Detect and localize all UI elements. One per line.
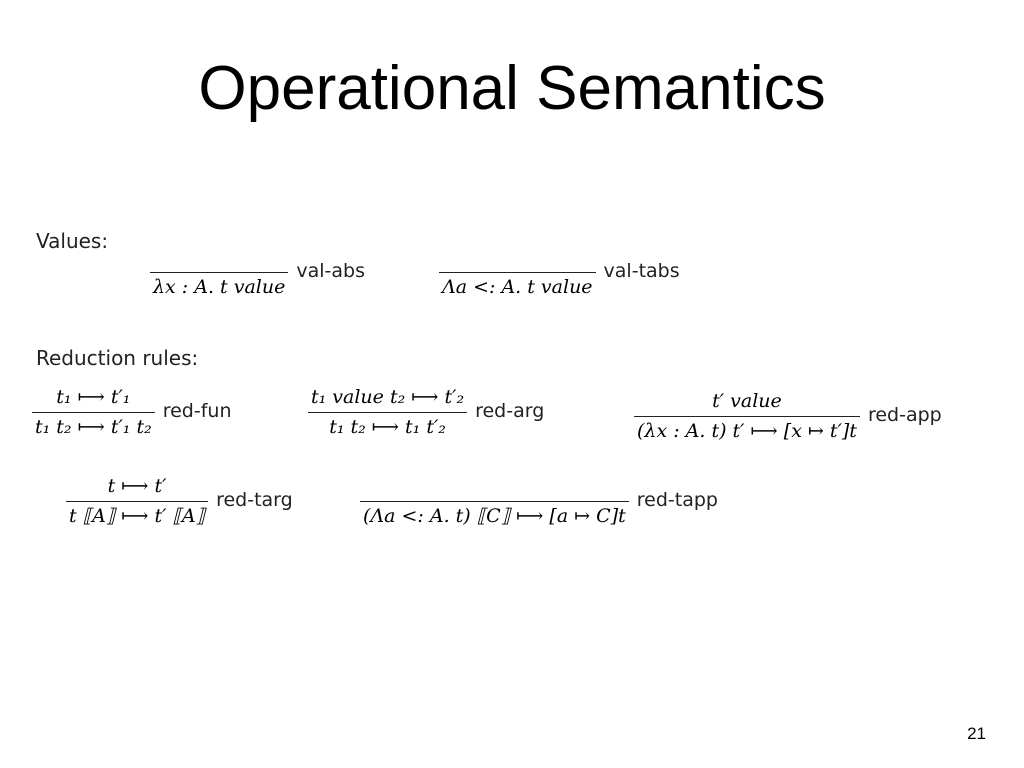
rule-red-fun: t₁ ⟼ t′₁ t₁ t₂ ⟼ t′₁ t₂ red-fun (32, 383, 232, 442)
rule-premise (491, 472, 497, 501)
rule-conclusion: (Λa <: A. t) ⟦C⟧ ⟼ [a ↦ C]t (363, 505, 626, 527)
rule-conclusion: t₁ t₂ ⟼ t₁ t′₂ (329, 416, 446, 438)
rule-fraction: t ⟼ t′ t ⟦A⟧ ⟼ t′ ⟦A⟧ (66, 472, 209, 531)
rule-conclusion: Λa <: A. t value (442, 276, 593, 298)
rule-fraction: t′ value (λx : A. t) t′ ⟼ [x ↦ t′]t (634, 387, 860, 446)
rule-val-tabs: Λa <: A. t value val-tabs (439, 243, 680, 302)
rule-fraction: t₁ value t₂ ⟼ t′₂ t₁ t₂ ⟼ t₁ t′₂ (308, 383, 468, 442)
inference-bar (32, 412, 155, 413)
rule-red-app: t′ value (λx : A. t) t′ ⟼ [x ↦ t′]t red-… (634, 387, 942, 446)
rule-name: red-arg (475, 399, 545, 422)
rule-name: val-tabs (603, 259, 680, 282)
inference-bar (308, 412, 468, 413)
inference-bar (150, 272, 289, 273)
inference-bar (66, 501, 209, 502)
rule-fraction: Λa <: A. t value (439, 243, 596, 302)
rule-premise (514, 243, 520, 272)
rule-fraction: (Λa <: A. t) ⟦C⟧ ⟼ [a ↦ C]t (360, 472, 629, 531)
inference-bar (634, 416, 860, 417)
rule-name: val-abs (296, 259, 365, 282)
rule-fraction: λx : A. t value (150, 243, 289, 302)
rule-premise: t′ value (712, 390, 782, 412)
rule-name: red-fun (162, 399, 232, 422)
rule-conclusion: λx : A. t value (153, 276, 286, 298)
values-label: Values: (36, 229, 109, 253)
rule-premise (216, 243, 222, 272)
inference-bar (439, 272, 596, 273)
rule-conclusion: t ⟦A⟧ ⟼ t′ ⟦A⟧ (69, 505, 206, 527)
rule-name: red-tapp (636, 488, 718, 511)
rule-conclusion: (λx : A. t) t′ ⟼ [x ↦ t′]t (637, 420, 857, 442)
rule-name: red-targ (216, 488, 293, 511)
inference-bar (360, 501, 629, 502)
rule-premise: t ⟼ t′ (107, 475, 167, 497)
reduction-rules-label: Reduction rules: (36, 346, 199, 370)
rule-red-arg: t₁ value t₂ ⟼ t′₂ t₁ t₂ ⟼ t₁ t′₂ red-arg (308, 383, 544, 442)
rule-val-abs: λx : A. t value val-abs (150, 243, 365, 302)
rule-conclusion: t₁ t₂ ⟼ t′₁ t₂ (35, 416, 152, 438)
rule-fraction: t₁ ⟼ t′₁ t₁ t₂ ⟼ t′₁ t₂ (32, 383, 155, 442)
rule-premise: t₁ value t₂ ⟼ t′₂ (311, 386, 465, 408)
page-number: 21 (967, 724, 986, 743)
rule-name: red-app (867, 403, 942, 426)
rule-red-targ: t ⟼ t′ t ⟦A⟧ ⟼ t′ ⟦A⟧ red-targ (66, 472, 293, 531)
slide-title: Operational Semantics (198, 54, 826, 123)
rule-red-tapp: (Λa <: A. t) ⟦C⟧ ⟼ [a ↦ C]t red-tapp (360, 472, 718, 531)
rule-premise: t₁ ⟼ t′₁ (56, 386, 131, 408)
